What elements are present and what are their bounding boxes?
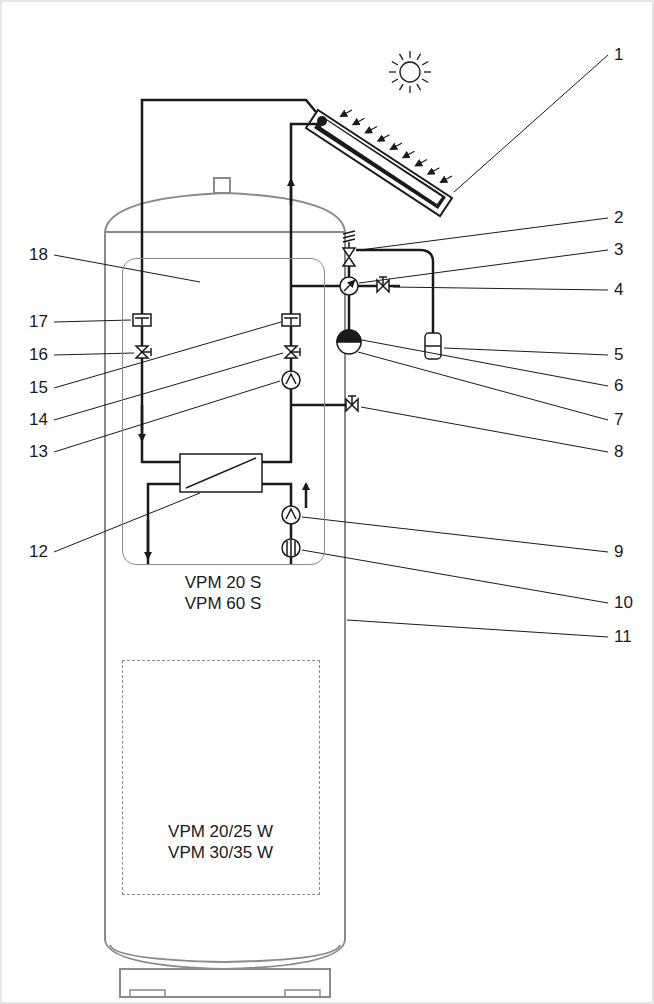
sun-symbol (389, 51, 431, 93)
callout-number: 7 (614, 410, 623, 430)
callout-number: 10 (614, 593, 633, 613)
leader-lines (54, 55, 608, 637)
callout-number: 5 (614, 345, 623, 365)
solar-collector (306, 110, 452, 216)
callout-number: 11 (614, 627, 632, 647)
callout-number: 18 (29, 245, 48, 265)
callout-number: 3 (614, 240, 623, 260)
sun-ray (400, 84, 404, 90)
callout-number: 6 (614, 376, 623, 396)
callout-number: 8 (614, 442, 623, 462)
radiation-arrow (341, 110, 352, 116)
model-label: VPM 20 S VPM 60 S (173, 572, 273, 614)
radiation-arrow (441, 176, 452, 182)
radiation-arrow (429, 168, 440, 174)
flow-arrows (142, 180, 306, 558)
sun-ray (422, 79, 428, 83)
sun-ray (392, 62, 398, 66)
sun-ray (400, 54, 404, 60)
radiation-arrow (366, 127, 377, 133)
sun-ray (389, 71, 396, 72)
callout-number: 15 (29, 378, 48, 398)
callout-number: 13 (29, 442, 48, 462)
radiation-arrows (341, 110, 452, 182)
radiation-arrow (404, 151, 415, 157)
callout-number: 17 (29, 312, 48, 332)
callout-number: 2 (614, 208, 623, 228)
sun-ray (424, 71, 431, 72)
radiation-arrow (354, 118, 365, 124)
callout-number: 16 (29, 345, 48, 365)
callout-number: 4 (614, 280, 623, 300)
radiation-arrow (416, 160, 427, 166)
sun-ray (409, 86, 410, 93)
solar-station-box: VPM 20 S VPM 60 S (122, 258, 325, 565)
sun-ray (417, 54, 421, 60)
callout-number: 14 (29, 410, 48, 430)
radiation-arrow (379, 135, 390, 141)
sun-ray (409, 51, 410, 58)
sun-ray (422, 62, 428, 66)
radiation-arrow (391, 143, 402, 149)
callout-number: 9 (614, 542, 623, 562)
pipework (142, 100, 433, 565)
heat-pump-module-box: VPM 20/25 W VPM 30/35 W (122, 660, 320, 895)
callout-number: 1 (614, 45, 623, 65)
sun-ray (392, 79, 398, 83)
model-label: VPM 20/25 W VPM 30/35 W (159, 821, 283, 863)
callout-number: 12 (29, 542, 48, 562)
sun-ray (417, 84, 421, 90)
components (133, 231, 441, 557)
